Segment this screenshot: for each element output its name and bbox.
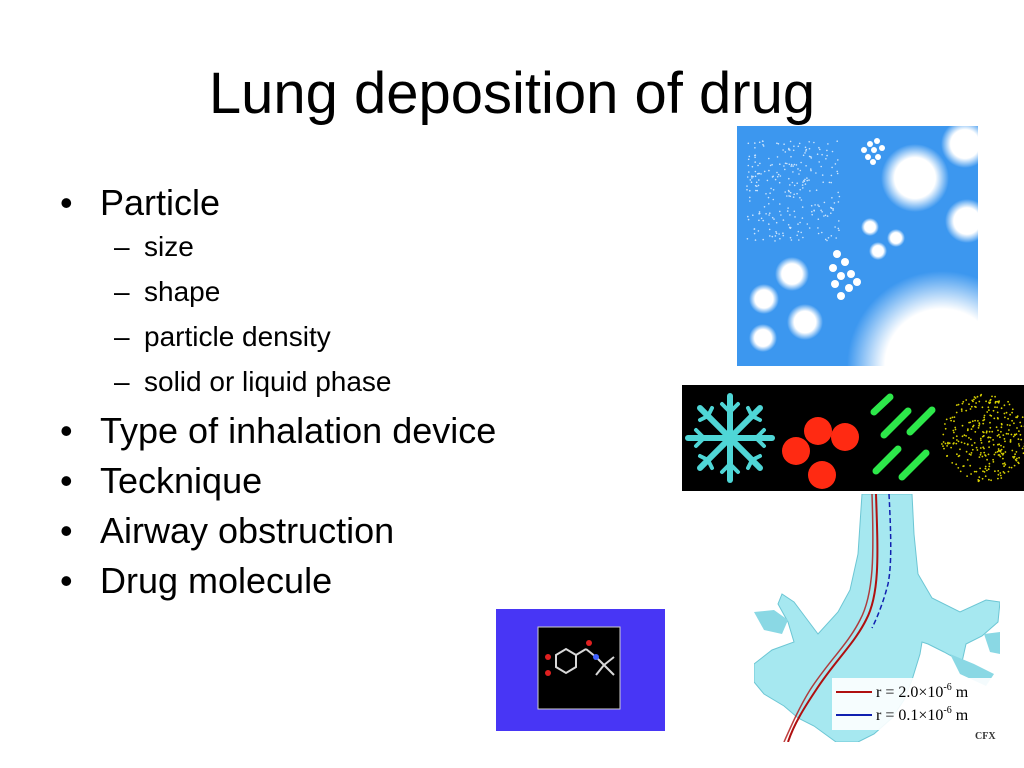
bullet-item: Type of inhalation device: [58, 410, 498, 452]
cfx-brand: CFX: [975, 731, 996, 742]
sub-bullet-item: particle density: [100, 320, 498, 354]
airway-model: r = 2.0×10-6 m r = 0.1×10-6 m CFX: [754, 494, 1000, 742]
sphere-particle: [782, 437, 810, 465]
sphere-particle: [831, 423, 859, 451]
bullet-item: Tecknique: [58, 460, 498, 502]
sphere-particle: [804, 417, 832, 445]
bullet-text: Particle: [100, 182, 221, 223]
airway-shape: [754, 494, 1000, 742]
sub-bullet-item: shape: [100, 275, 498, 309]
sphere-particle: [808, 461, 836, 489]
legend-entry-large-particles: r = 2.0×10-6 m: [876, 682, 969, 701]
bullet-item: Particle size shape particle density sol…: [58, 182, 498, 399]
particle-shapes-panel: [682, 385, 1024, 491]
slide-title: Lung deposition of drug: [208, 61, 816, 126]
bullet-item: Airway obstruction: [58, 510, 498, 552]
sub-bullet-list: size shape particle density solid or liq…: [100, 230, 498, 399]
sub-bullet-item: solid or liquid phase: [100, 365, 498, 399]
bullet-item: Drug molecule: [58, 560, 498, 602]
bullet-list: Particle size shape particle density sol…: [58, 182, 498, 610]
snowflake-particle: [685, 393, 775, 483]
sub-bullet-item: size: [100, 230, 498, 264]
particle-illustration: [737, 126, 978, 366]
molecule-image: [496, 609, 665, 731]
legend-entry-small-particles: r = 0.1×10-6 m: [876, 705, 969, 724]
